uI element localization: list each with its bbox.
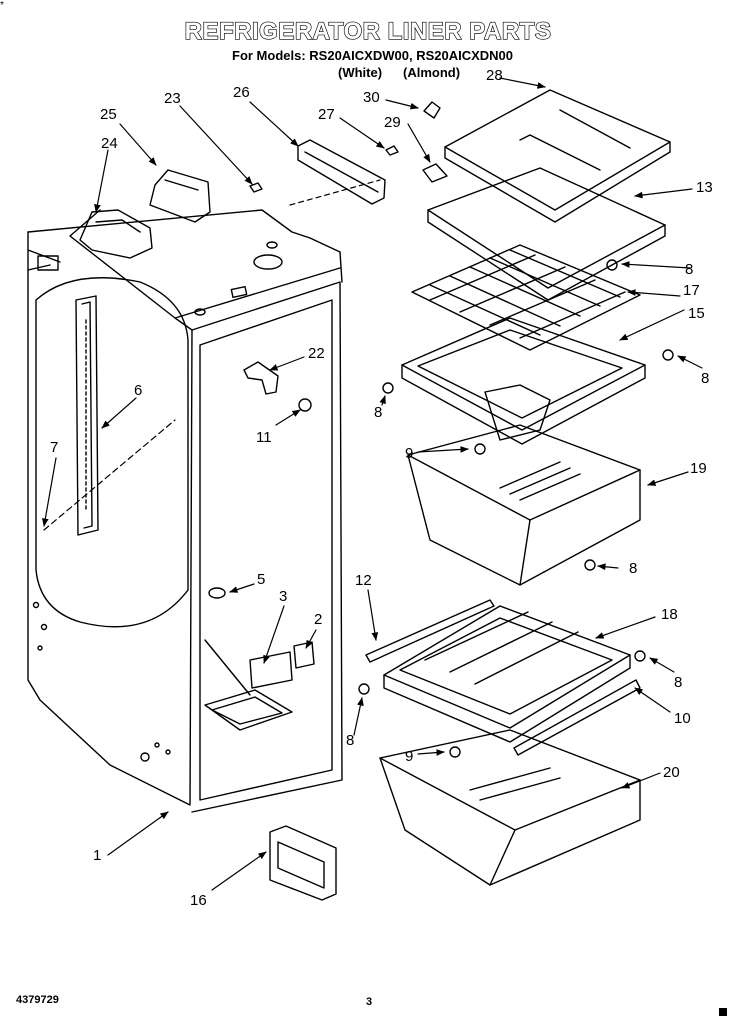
callout-2: 2 — [314, 611, 323, 628]
callout-30: 30 — [363, 89, 380, 106]
callout-20: 20 — [663, 764, 680, 781]
lower-shelf — [383, 605, 631, 743]
callout-11: 11 — [256, 429, 272, 446]
plate-3 — [249, 651, 293, 689]
wire-shelf — [411, 244, 641, 351]
control-bracket — [149, 169, 211, 223]
document-number: 4379729 — [16, 994, 59, 1006]
callout-24: 24 — [101, 135, 118, 152]
screw-27 — [385, 145, 399, 156]
callout-23: 23 — [164, 90, 181, 107]
callout-8: 8 — [674, 674, 683, 691]
light-bracket — [243, 361, 279, 395]
vertical-shelf-rail — [75, 295, 99, 536]
callout-10: 10 — [674, 710, 691, 727]
callout-9: 9 — [405, 445, 414, 462]
light-shield — [297, 139, 386, 205]
callout-3: 3 — [279, 588, 288, 605]
callout-5: 5 — [257, 571, 266, 588]
callout-6: 6 — [134, 382, 143, 399]
callout-16: 16 — [190, 892, 207, 909]
callout-27: 27 — [318, 106, 335, 123]
shelf-rail-10 — [513, 679, 641, 756]
screw-23 — [249, 182, 263, 193]
callout-8: 8 — [701, 370, 710, 387]
clip-30 — [423, 101, 441, 119]
models-line: For Models: RS20AICXDW00, RS20AICXDN00 — [232, 48, 514, 63]
callout-28: 28 — [486, 67, 503, 84]
fastener-icons — [358, 259, 674, 758]
callout-8: 8 — [685, 261, 694, 278]
plug-5 — [208, 587, 226, 599]
crisper-drawer-lower — [379, 729, 641, 886]
page-number: 3 — [366, 996, 373, 1008]
corner-bullet — [719, 1008, 727, 1016]
callout-8: 8 — [374, 404, 383, 421]
screw-11 — [298, 398, 312, 412]
variant-almond: (Almond) — [403, 65, 461, 80]
crisper-drawer-upper — [407, 384, 641, 586]
callout-7: 7 — [50, 439, 59, 456]
callout-22: 22 — [308, 345, 325, 362]
callout-8: 8 — [629, 560, 638, 577]
shelf-rail-12 — [365, 599, 495, 663]
variant-white: (White) — [338, 65, 383, 80]
leader-lines — [42, 77, 703, 891]
end-cap — [422, 163, 448, 183]
callout-26: 26 — [233, 84, 250, 101]
cabinet-liner — [27, 209, 343, 813]
callout-8: 8 — [346, 732, 355, 749]
switch-2 — [293, 641, 315, 669]
callout-1: 1 — [93, 847, 102, 864]
callout-12: 12 — [355, 572, 372, 589]
shelf-frame — [427, 167, 666, 301]
corner-mark: * — [0, 0, 4, 11]
grille-16 — [269, 825, 337, 901]
callout-17: 17 — [683, 282, 700, 299]
callout-15: 15 — [688, 305, 705, 322]
callout-18: 18 — [661, 606, 678, 623]
page-title: REFRIGERATOR LINER PARTS — [184, 17, 552, 45]
callout-19: 19 — [690, 460, 707, 477]
glass-shelf — [444, 89, 671, 223]
callout-29: 29 — [384, 114, 401, 131]
callout-25: 25 — [100, 106, 117, 123]
callout-13: 13 — [696, 179, 713, 196]
callout-9: 9 — [405, 748, 414, 765]
